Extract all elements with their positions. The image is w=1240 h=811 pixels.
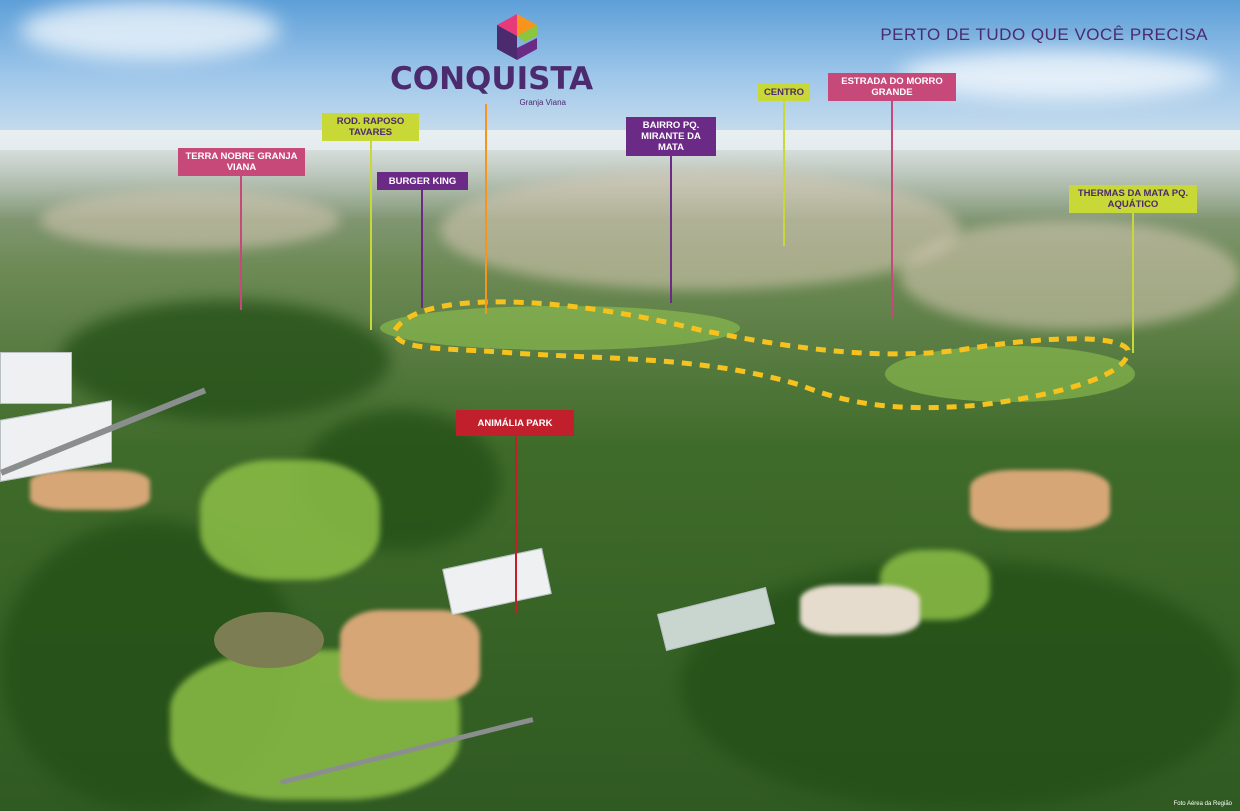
label-animalia: ANIMÁLIA PARK	[456, 410, 574, 436]
urban-area	[40, 190, 340, 250]
label-raposo-tavares: ROD. RAPOSO TAVARES	[322, 113, 419, 141]
development-boundary	[392, 299, 1131, 411]
urban-area	[440, 170, 960, 290]
pin-burger-king	[421, 190, 423, 308]
dirt-lot	[30, 470, 150, 510]
brand-name: CONQUISTA	[390, 61, 594, 97]
dirt-lot	[800, 585, 920, 635]
warehouse	[0, 352, 72, 404]
photo-credit: Foto Aérea da Região	[1173, 801, 1232, 807]
pin-terra-nobre	[240, 176, 242, 310]
cloud	[20, 0, 280, 60]
dirt-lot	[340, 610, 480, 700]
grass-field	[200, 460, 380, 580]
pin-thermas	[1132, 213, 1134, 353]
pin-estrada-morro-grande	[891, 101, 893, 317]
pin-raposo-tavares	[370, 140, 372, 330]
label-thermas: THERMAS DA MATA PQ. AQUÁTICO	[1069, 185, 1197, 213]
pin-animalia	[515, 436, 517, 614]
pin-bairro-mirante	[670, 155, 672, 303]
urban-area	[900, 220, 1240, 330]
forest	[60, 300, 390, 420]
lake	[214, 612, 324, 668]
conquista-logo-icon	[497, 14, 537, 60]
development-area	[380, 306, 740, 350]
brand-subtitle: Granja Viana	[519, 98, 566, 107]
pin-conquista	[485, 104, 487, 314]
label-bairro-mirante: BAIRRO PQ. MIRANTE DA MATA	[626, 117, 716, 156]
label-estrada-morro-grande: ESTRADA DO MORRO GRANDE	[828, 73, 956, 101]
development-area	[885, 346, 1135, 402]
brand: CONQUISTA Granja Viana	[390, 10, 594, 107]
label-burger-king: BURGER KING	[377, 172, 468, 190]
label-centro: CENTRO	[758, 83, 810, 101]
label-terra-nobre: TERRA NOBRE GRANJA VIANA	[178, 148, 305, 176]
dirt-lot	[970, 470, 1110, 530]
headline: PERTO DE TUDO QUE VOCÊ PRECISA	[880, 25, 1208, 44]
pin-centro	[783, 101, 785, 246]
